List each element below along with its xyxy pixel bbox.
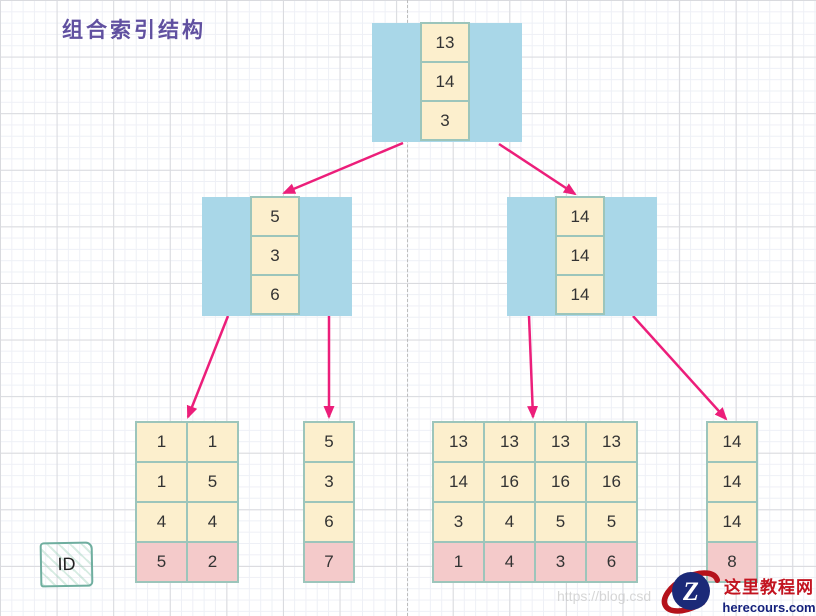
table-row: 14 [706, 421, 758, 463]
leaf-cell: 5 [585, 501, 638, 543]
id-legend-box: ID [39, 541, 94, 588]
id-legend-label: ID [57, 553, 76, 575]
table-row: 4 4 [135, 501, 239, 543]
leaf-cell: 1 [186, 421, 239, 463]
leaf-cell: 5 [303, 421, 355, 463]
leaf-cell: 6 [303, 501, 355, 543]
leaf-cell: 4 [135, 501, 188, 543]
edge-right-child-to-leaf-3 [527, 315, 539, 419]
key-cell: 5 [250, 196, 300, 237]
leaf-cell: 16 [585, 461, 638, 503]
site-logo: Z 这里教程网 herecours.com [659, 565, 816, 616]
left-child-key-column: 5 3 6 [250, 196, 300, 315]
index-right-child-node: 14 14 14 [507, 196, 657, 316]
key-cell: 14 [555, 274, 605, 315]
logo-site-url: herecours.com [722, 600, 816, 615]
leaf-cell-id: 7 [303, 541, 355, 583]
leaf-cell-id: 6 [585, 541, 638, 583]
diagram-title: 组合索引结构 [62, 19, 206, 42]
leaf-table-3: 13 13 13 13 14 16 16 16 3 4 5 5 1 4 3 6 [432, 421, 638, 583]
key-cell: 14 [555, 235, 605, 276]
leaf-cell: 4 [186, 501, 239, 543]
index-root-node: 13 14 3 [372, 22, 522, 142]
table-row: 3 4 5 5 [432, 501, 638, 543]
key-cell: 6 [250, 274, 300, 315]
index-left-child-node: 5 3 6 [202, 196, 352, 316]
leaf-cell: 16 [534, 461, 587, 503]
key-cell: 3 [420, 100, 470, 141]
leaf-cell: 3 [303, 461, 355, 503]
table-row-id: 5 2 [135, 541, 239, 583]
table-row: 3 [303, 461, 355, 503]
leaf-table-2: 5 3 6 7 [303, 421, 355, 583]
leaf-table-4: 14 14 14 8 [706, 421, 758, 583]
edge-root-to-right-child [498, 142, 577, 196]
key-cell: 3 [250, 235, 300, 276]
leaf-cell: 1 [135, 421, 188, 463]
leaf-cell: 13 [483, 421, 536, 463]
leaf-cell: 5 [534, 501, 587, 543]
leaf-cell: 14 [706, 501, 758, 543]
leaf-cell: 16 [483, 461, 536, 503]
vertical-dashed-guide [407, 0, 408, 616]
leaf-cell: 14 [706, 421, 758, 463]
leaf-cell-id: 8 [706, 541, 758, 583]
logo-text-block: 这里教程网 herecours.com [722, 573, 816, 615]
edge-right-child-to-leaf-4 [632, 315, 728, 421]
root-key-column: 13 14 3 [420, 22, 470, 141]
leaf-cell: 13 [534, 421, 587, 463]
table-row: 14 16 16 16 [432, 461, 638, 503]
leaf-table-1: 1 1 1 5 4 4 5 2 [135, 421, 239, 583]
table-row-id: 1 4 3 6 [432, 541, 638, 583]
leaf-cell: 3 [432, 501, 485, 543]
table-row: 14 [706, 461, 758, 503]
table-row: 1 5 [135, 461, 239, 503]
table-row: 14 [706, 501, 758, 543]
logo-site-name: 这里教程网 [724, 578, 814, 597]
leaf-cell: 1 [135, 461, 188, 503]
leaf-cell-id: 5 [135, 541, 188, 583]
blog-watermark: https://blog.csd [557, 588, 652, 604]
table-row-id: 7 [303, 541, 355, 583]
table-row: 1 1 [135, 421, 239, 463]
key-cell: 14 [420, 61, 470, 102]
leaf-cell-id: 1 [432, 541, 485, 583]
table-row: 6 [303, 501, 355, 543]
leaf-cell: 4 [483, 501, 536, 543]
key-cell: 13 [420, 22, 470, 63]
table-row: 5 [303, 421, 355, 463]
leaf-cell-id: 4 [483, 541, 536, 583]
right-child-key-column: 14 14 14 [555, 196, 605, 315]
leaf-cell-id: 3 [534, 541, 587, 583]
leaf-cell: 14 [706, 461, 758, 503]
logo-letter: Z [682, 577, 699, 606]
edge-left-child-to-leaf-1 [186, 315, 230, 419]
table-row: 13 13 13 13 [432, 421, 638, 463]
leaf-cell: 5 [186, 461, 239, 503]
leaf-cell-id: 2 [186, 541, 239, 583]
table-row-id: 8 [706, 541, 758, 583]
leaf-cell: 13 [585, 421, 638, 463]
leaf-cell: 13 [432, 421, 485, 463]
edge-root-to-left-child [282, 141, 404, 195]
leaf-cell: 14 [432, 461, 485, 503]
key-cell: 14 [555, 196, 605, 237]
logo-z-emblem-icon: Z [661, 570, 721, 614]
